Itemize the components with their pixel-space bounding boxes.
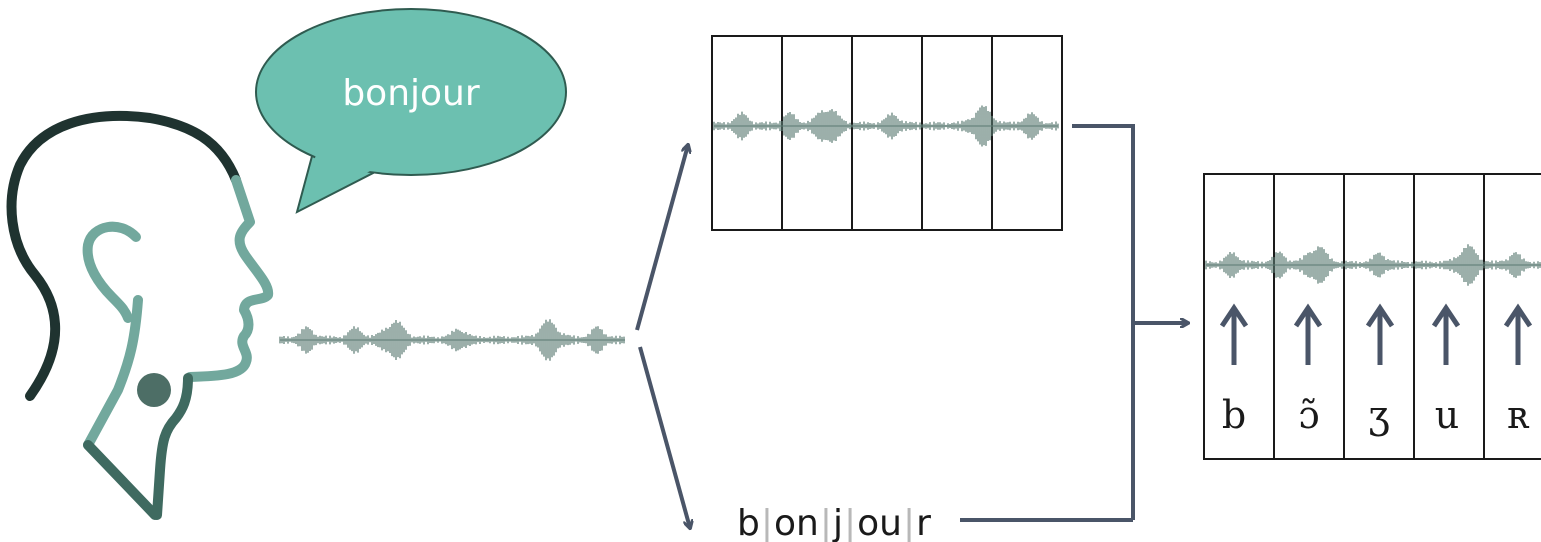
up-arrow-icon (1431, 303, 1461, 365)
frame-waveform (713, 105, 1059, 147)
segment-2: on (774, 503, 819, 542)
phoneme-4: u (1435, 393, 1459, 437)
phoneme-5: ʀ (1507, 393, 1530, 437)
up-arrow-icon (1219, 303, 1249, 365)
arrow-to-text-segmentation (638, 346, 690, 528)
up-arrow-icon (1503, 303, 1533, 365)
speaker-waveform (279, 319, 625, 361)
speaker-head-icon (6, 110, 274, 520)
segmented-word: b|on|j|ou|r (737, 503, 931, 542)
segment-5: r (916, 503, 931, 542)
up-arrow-icon (1293, 303, 1323, 365)
aligned-waveform (1205, 244, 1541, 286)
segment-1: b (737, 503, 760, 542)
bubble-text: bonjour (342, 73, 480, 114)
segment-3: j (832, 503, 843, 542)
speech-bubble: bonjour (255, 8, 567, 214)
up-arrow-icon (1365, 303, 1395, 365)
arrow-to-audio-frames (635, 145, 688, 331)
phoneme-1: b (1222, 393, 1246, 437)
audio-frame-grid (711, 35, 1063, 231)
merge-connector (960, 124, 1188, 522)
svg-text:b|on|j|ou|r: b|on|j|ou|r (737, 503, 931, 542)
phoneme-3: ʒ (1368, 393, 1389, 437)
phoneme-2: ɔ̃ (1298, 393, 1319, 437)
segment-4: ou (857, 503, 902, 542)
aligned-phoneme-grid: b ɔ̃ ʒ u ʀ (1203, 173, 1541, 460)
